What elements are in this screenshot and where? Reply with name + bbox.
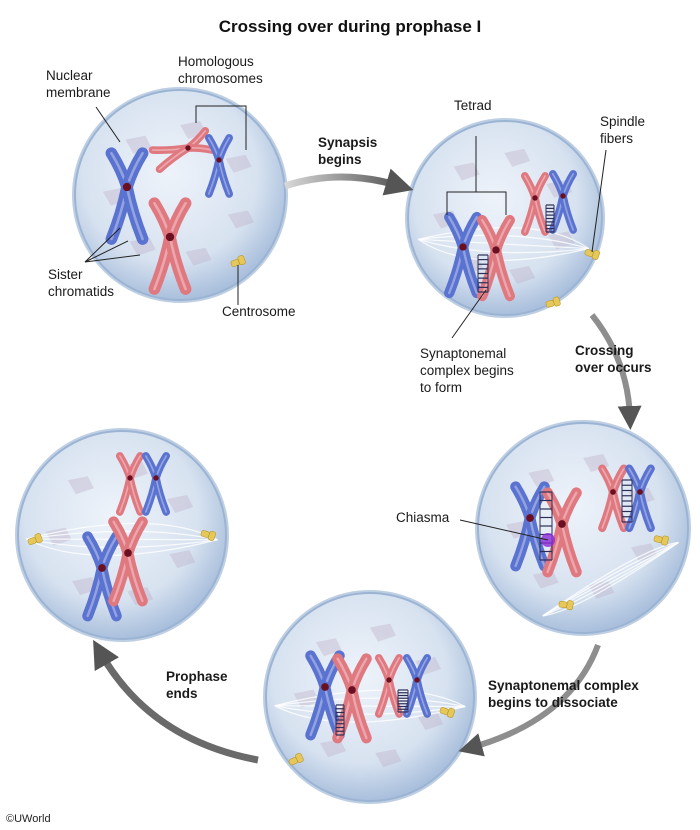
synaptonemal-complex-small [545, 204, 555, 233]
svg-text:Crossing: Crossing [575, 343, 634, 358]
svg-text:Prophase: Prophase [166, 669, 228, 684]
svg-text:to form: to form [420, 380, 462, 395]
chromosome-red-small [148, 127, 217, 174]
svg-text:chromatids: chromatids [48, 284, 114, 299]
label-nuclear-membrane: Nuclear membrane [46, 68, 111, 100]
crossed-blue-small [625, 464, 655, 533]
crossed-red-large [542, 487, 582, 578]
svg-text:Synaptonemal: Synaptonemal [420, 346, 506, 361]
cell-stage-3 [475, 420, 691, 636]
leader-lines [84, 105, 607, 541]
label-chiasma: Chiasma [396, 510, 450, 525]
label-spindle-fibers: Spindle fibers [600, 114, 645, 146]
separated-blue-large [82, 531, 122, 622]
synaptonemal-complex-3b [621, 479, 633, 523]
arrow-synapsis [283, 168, 414, 196]
separated-red-small [115, 452, 145, 516]
label-sister-chromatids: Sister chromatids [48, 267, 114, 299]
separated-blue-small [141, 452, 171, 516]
synaptonemal-complex-4b [397, 689, 409, 713]
svg-text:begins: begins [318, 152, 362, 167]
label-centrosome: Centrosome [222, 304, 296, 319]
svg-text:complex begins: complex begins [420, 363, 514, 378]
label-homologous-chromosomes: Homologous chromosomes [178, 54, 263, 86]
arrow-dissociate [458, 643, 601, 757]
svg-text:Synapsis: Synapsis [318, 135, 377, 150]
svg-text:begins to dissociate: begins to dissociate [488, 695, 618, 710]
svg-text:ends: ends [166, 686, 198, 701]
crossed-blue-large [510, 481, 550, 572]
tetrad-red-small [520, 172, 550, 236]
svg-text:Nuclear: Nuclear [46, 68, 93, 83]
centrosome [558, 600, 574, 611]
centrosome [653, 535, 669, 546]
centrosome [439, 707, 456, 718]
svg-text:over occurs: over occurs [575, 360, 652, 375]
svg-text:Synaptonemal complex: Synaptonemal complex [488, 678, 639, 693]
chromosome-red-large [148, 197, 192, 295]
label-tetrad: Tetrad [454, 98, 492, 113]
synaptonemal-complex [477, 254, 489, 293]
crossed-red-small [598, 464, 628, 533]
cell-stage-1 [72, 87, 288, 303]
svg-text:Spindle: Spindle [600, 114, 645, 129]
svg-text:fibers: fibers [600, 131, 633, 146]
centrosome [288, 752, 304, 766]
centrosome [230, 255, 246, 267]
centrosome [200, 530, 217, 541]
step-crossing-over: Crossing over occurs [575, 343, 652, 375]
dissociating-red-large [332, 653, 372, 744]
arrow-prophase-end [93, 639, 259, 764]
centrosome [584, 249, 601, 260]
tetrad-blue-large [444, 211, 482, 299]
centrosome [545, 296, 561, 308]
arrow-crossing [589, 313, 642, 430]
svg-text:Sister: Sister [48, 267, 83, 282]
svg-text:chromosomes: chromosomes [178, 71, 263, 86]
centrosome [27, 533, 43, 545]
stage-arrows [93, 168, 642, 764]
label-synaptonemal-complex-forms: Synaptonemal complex begins to form [420, 346, 514, 395]
diagram-title: Crossing over during prophase I [219, 17, 482, 36]
chromosome-blue-small [204, 134, 234, 198]
svg-text:membrane: membrane [46, 85, 111, 100]
svg-text:Homologous: Homologous [178, 54, 254, 69]
copyright: ©UWorld [6, 813, 51, 825]
dissociating-blue-small [402, 654, 432, 718]
step-prophase-ends: Prophase ends [166, 669, 228, 701]
separated-red-large [108, 516, 148, 607]
step-synapsis-begins: Synapsis begins [318, 135, 377, 167]
cell-stage-4 [263, 590, 477, 804]
synaptonemal-complex-4a [335, 704, 345, 736]
chromosome-blue-large [105, 147, 149, 245]
step-synaptonemal-dissociate: Synaptonemal complex begins to dissociat… [488, 678, 639, 710]
